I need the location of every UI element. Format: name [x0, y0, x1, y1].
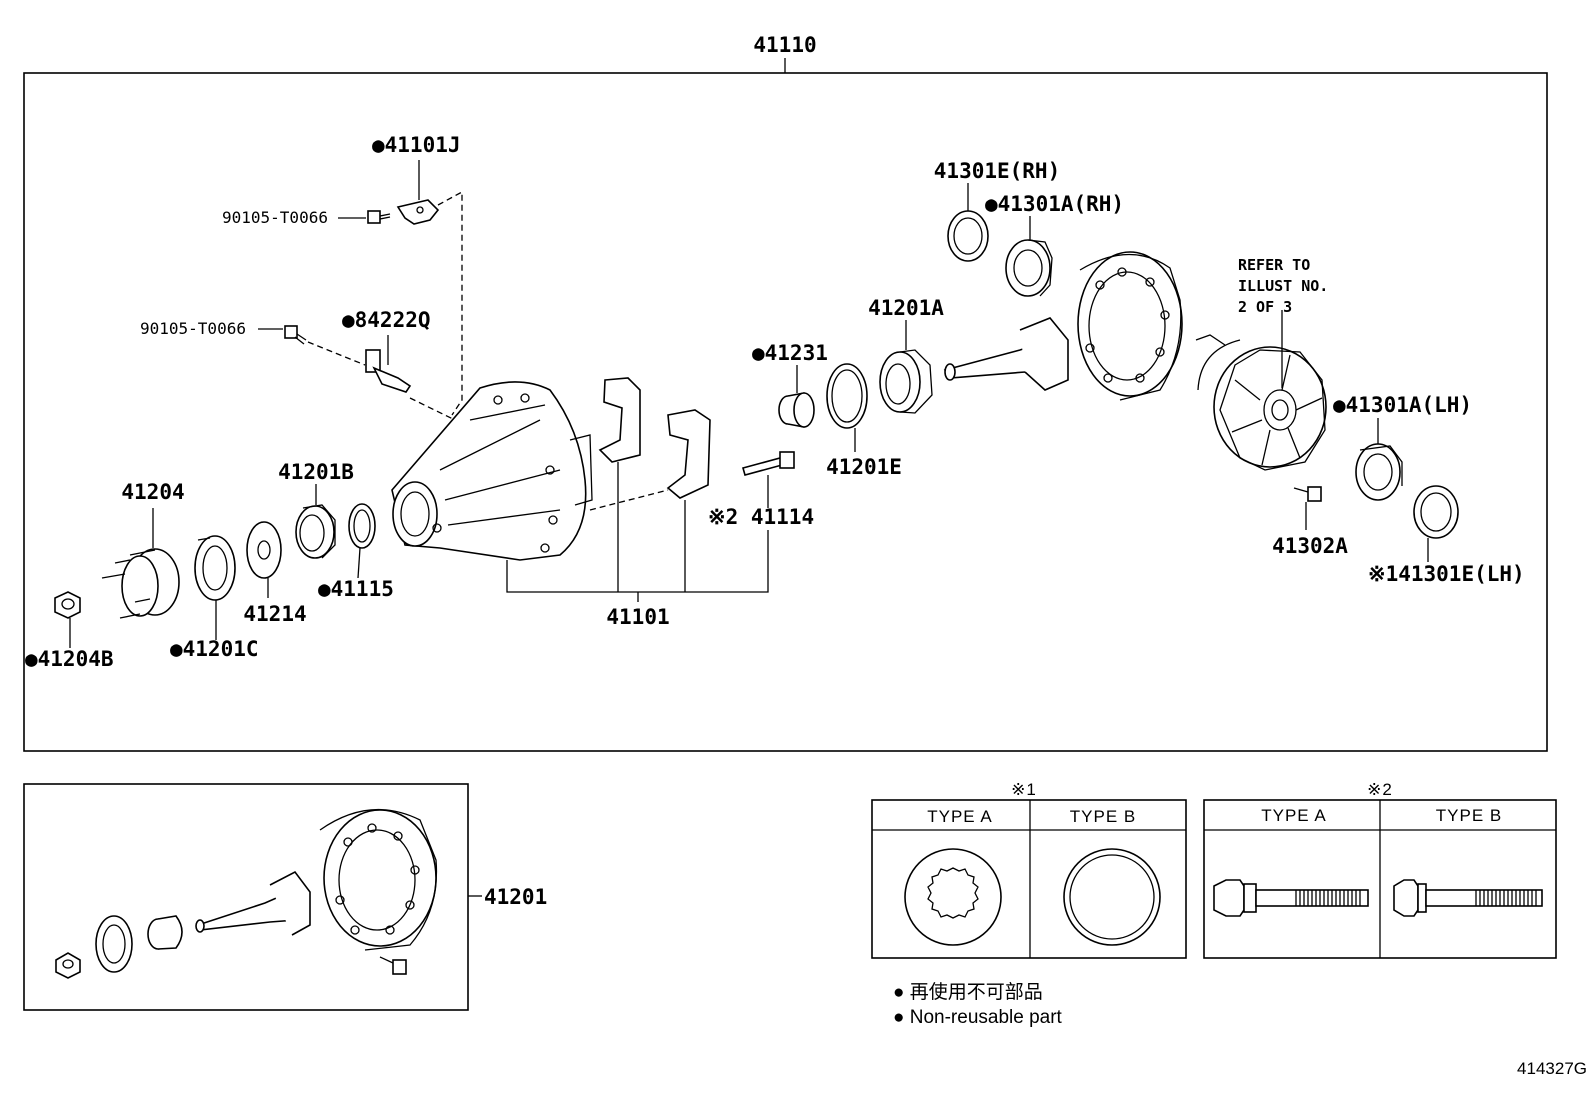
label-41201[interactable]: 41201: [484, 885, 547, 909]
bearing-41301A-RH[interactable]: [1005, 239, 1053, 297]
assembly-label-41110[interactable]: 41110: [753, 33, 816, 57]
label-84222Q[interactable]: ●84222Q: [342, 308, 431, 332]
companion-flange-41204[interactable]: [101, 548, 180, 619]
refer-note-line3: 2 OF 3: [1238, 298, 1292, 316]
legend-en: ● Non-reusable part: [893, 1007, 1063, 1028]
seal-type-a-drawing: [904, 848, 1002, 946]
label-41301E-LH[interactable]: ※141301E(LH): [1368, 562, 1525, 586]
differential-carrier-41101[interactable]: [391, 381, 593, 561]
label-41214[interactable]: 41214: [243, 602, 306, 626]
type-table-1-mark: ※1: [1011, 780, 1037, 799]
label-90105-lower[interactable]: 90105-T0066: [140, 319, 246, 338]
bearing-cap-left[interactable]: [598, 377, 641, 463]
speed-sensor-84222Q[interactable]: [365, 349, 412, 393]
type-table-1: ※1 TYPE A TYPE B: [871, 780, 1187, 959]
bolt-type-a-drawing: [1213, 879, 1369, 917]
label-41231[interactable]: ●41231: [752, 341, 828, 365]
ring-gear-pinion-subassembly[interactable]: [55, 809, 438, 979]
seal-type-b-drawing: [1063, 848, 1161, 946]
sub-assembly-frame: [23, 783, 469, 1011]
bearing-race-41301E-RH[interactable]: [947, 210, 989, 262]
label-41302A[interactable]: 41302A: [1272, 534, 1348, 558]
illustration-code: 414327G: [1517, 1059, 1587, 1078]
label-41301E-RH[interactable]: 41301E(RH): [934, 159, 1060, 183]
bolt-41302A[interactable]: [1293, 486, 1322, 502]
refer-note-line1: REFER TO: [1238, 256, 1310, 274]
label-90105-upper[interactable]: 90105-T0066: [222, 208, 328, 227]
type-table-2-a: TYPE A: [1261, 806, 1327, 825]
bolt-type-b-drawing: [1393, 879, 1543, 917]
label-41201B[interactable]: 41201B: [278, 460, 354, 484]
ring-gear-pinion-main[interactable]: [943, 251, 1183, 401]
type-table-2: ※2 TYPE A TYPE B: [1203, 780, 1557, 959]
oil-seal-41201C[interactable]: [194, 535, 236, 601]
label-41101J[interactable]: ●41101J: [372, 133, 461, 157]
label-41204[interactable]: 41204: [121, 480, 184, 504]
collapsible-spacer-41231[interactable]: [778, 392, 815, 428]
sensor-bracket-41101J[interactable]: [396, 199, 440, 225]
differential-case-assembly[interactable]: [1195, 334, 1327, 471]
label-41101[interactable]: 41101: [606, 605, 669, 629]
bearing-41201B[interactable]: [295, 504, 336, 559]
type-table-2-mark: ※2: [1367, 780, 1393, 799]
refer-note-line2: ILLUST NO.: [1238, 277, 1328, 295]
spacer-41115[interactable]: [348, 503, 376, 549]
bolt-41114[interactable]: [742, 451, 795, 476]
label-41115[interactable]: ●41115: [318, 577, 394, 601]
bearing-41201A[interactable]: [879, 349, 933, 414]
type-table-1-b: TYPE B: [1070, 807, 1136, 826]
type-table-1-a: TYPE A: [927, 807, 993, 826]
label-41201C[interactable]: ●41201C: [170, 637, 259, 661]
label-41201E[interactable]: 41201E: [826, 455, 902, 479]
type-table-2-b: TYPE B: [1436, 806, 1502, 825]
label-41301A-RH[interactable]: ●41301A(RH): [985, 192, 1124, 216]
bolt-90105-lower[interactable]: [284, 325, 307, 345]
label-41114[interactable]: ※2 41114: [708, 505, 814, 529]
washer-41214[interactable]: [246, 521, 282, 579]
label-41201A[interactable]: 41201A: [868, 296, 944, 320]
shim-41201E[interactable]: [826, 363, 868, 429]
legend-jp: ● 再使用不可部品: [893, 981, 1043, 1003]
label-41301A-LH[interactable]: ●41301A(LH): [1333, 393, 1472, 417]
label-41204B[interactable]: ●41204B: [25, 647, 114, 671]
bearing-cap-right[interactable]: [666, 409, 711, 499]
bearing-race-41301E-LH[interactable]: [1413, 485, 1459, 539]
bolt-90105-upper[interactable]: [367, 210, 391, 224]
nut-41204B[interactable]: [54, 591, 81, 619]
bearing-41301A-LH[interactable]: [1355, 443, 1403, 501]
